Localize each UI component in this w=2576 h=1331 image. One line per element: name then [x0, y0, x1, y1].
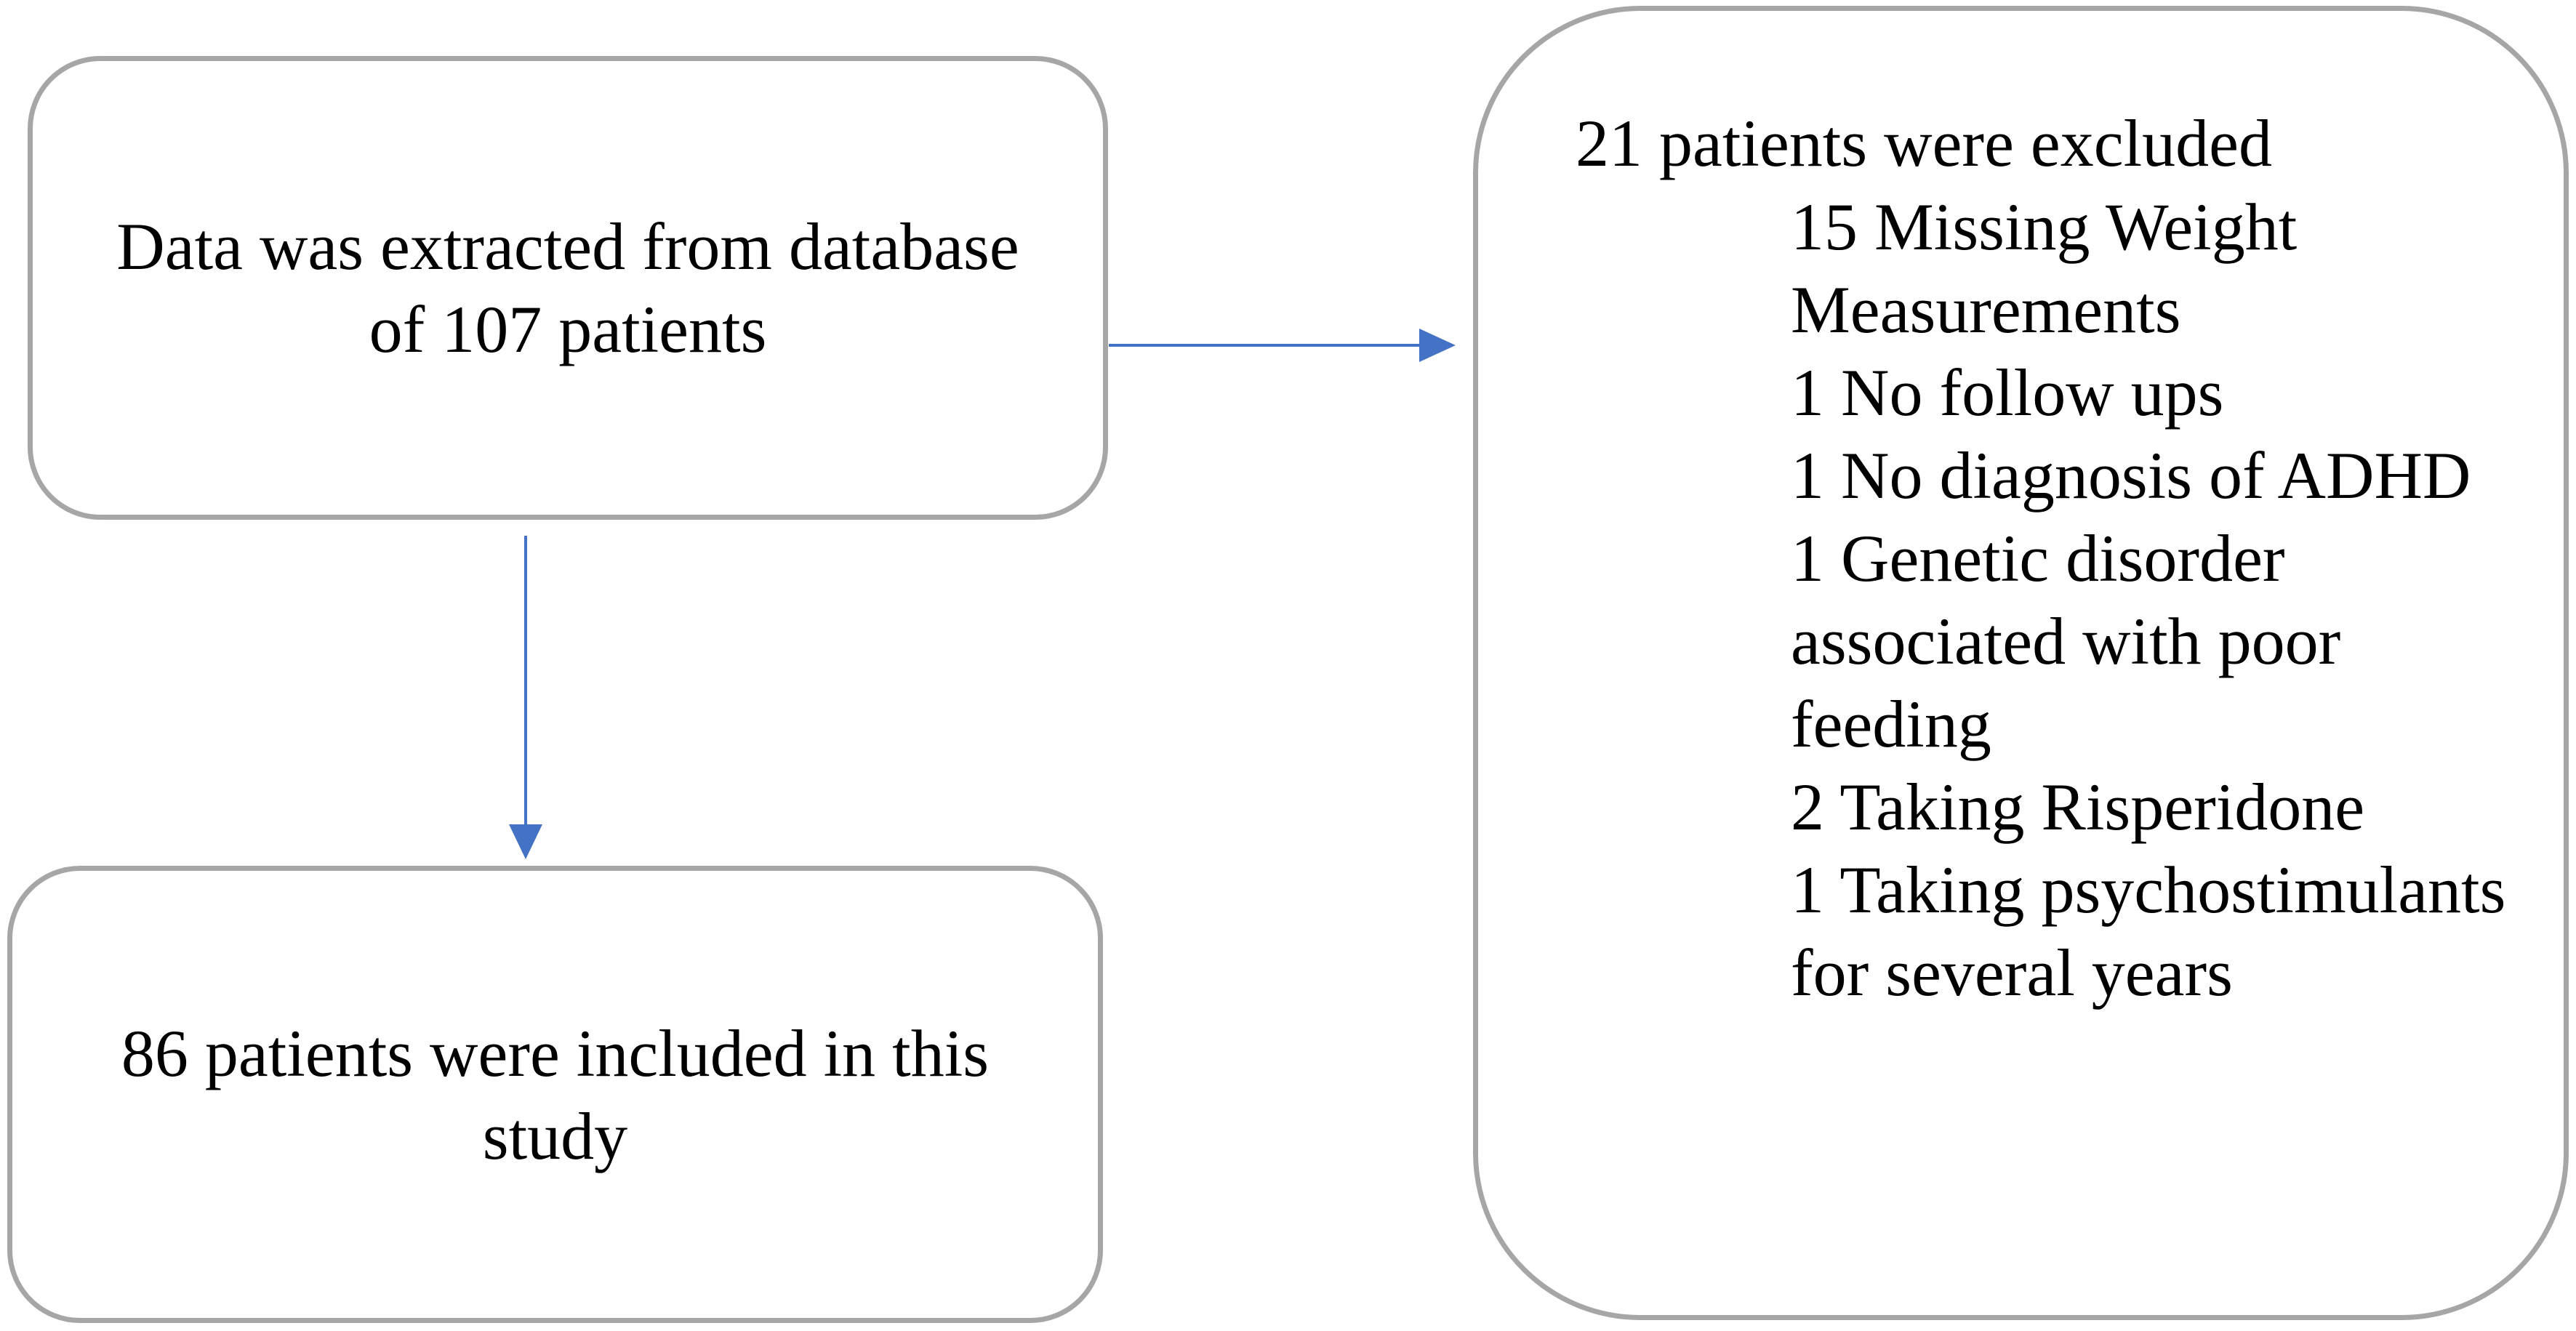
- arrow-to-excluded-head: [1419, 329, 1456, 362]
- excluded-title: 21 patients were excluded: [1576, 106, 2272, 180]
- arrow-to-included-head: [509, 824, 542, 859]
- exclusion-reason: 1 Taking psychostimulants for several ye…: [1791, 853, 2506, 1010]
- included-patients-box: 86 patients were included in this study: [7, 866, 1103, 1323]
- exclusion-reason: 2 Taking Risperidone: [1791, 770, 2365, 844]
- source-data-box: Data was extracted from database of 107 …: [28, 56, 1108, 520]
- exclusion-reason: 15 Missing Weight Measurements: [1791, 190, 2298, 347]
- excluded-patients-box: 21 patients were excluded 15 Missing Wei…: [1473, 6, 2569, 1320]
- exclusion-reason: 1 No diagnosis of ADHD: [1791, 438, 2471, 512]
- source-data-text: Data was extracted from database of 107 …: [116, 209, 1019, 366]
- exclusion-reasons-list: 15 Missing Weight Measurements 1 No foll…: [1791, 185, 2525, 1014]
- exclusion-reason: 1 Genetic disorder associated with poor …: [1791, 521, 2341, 761]
- included-patients-text: 86 patients were included in this study: [121, 1016, 990, 1173]
- exclusion-reason: 1 No follow ups: [1791, 355, 2224, 430]
